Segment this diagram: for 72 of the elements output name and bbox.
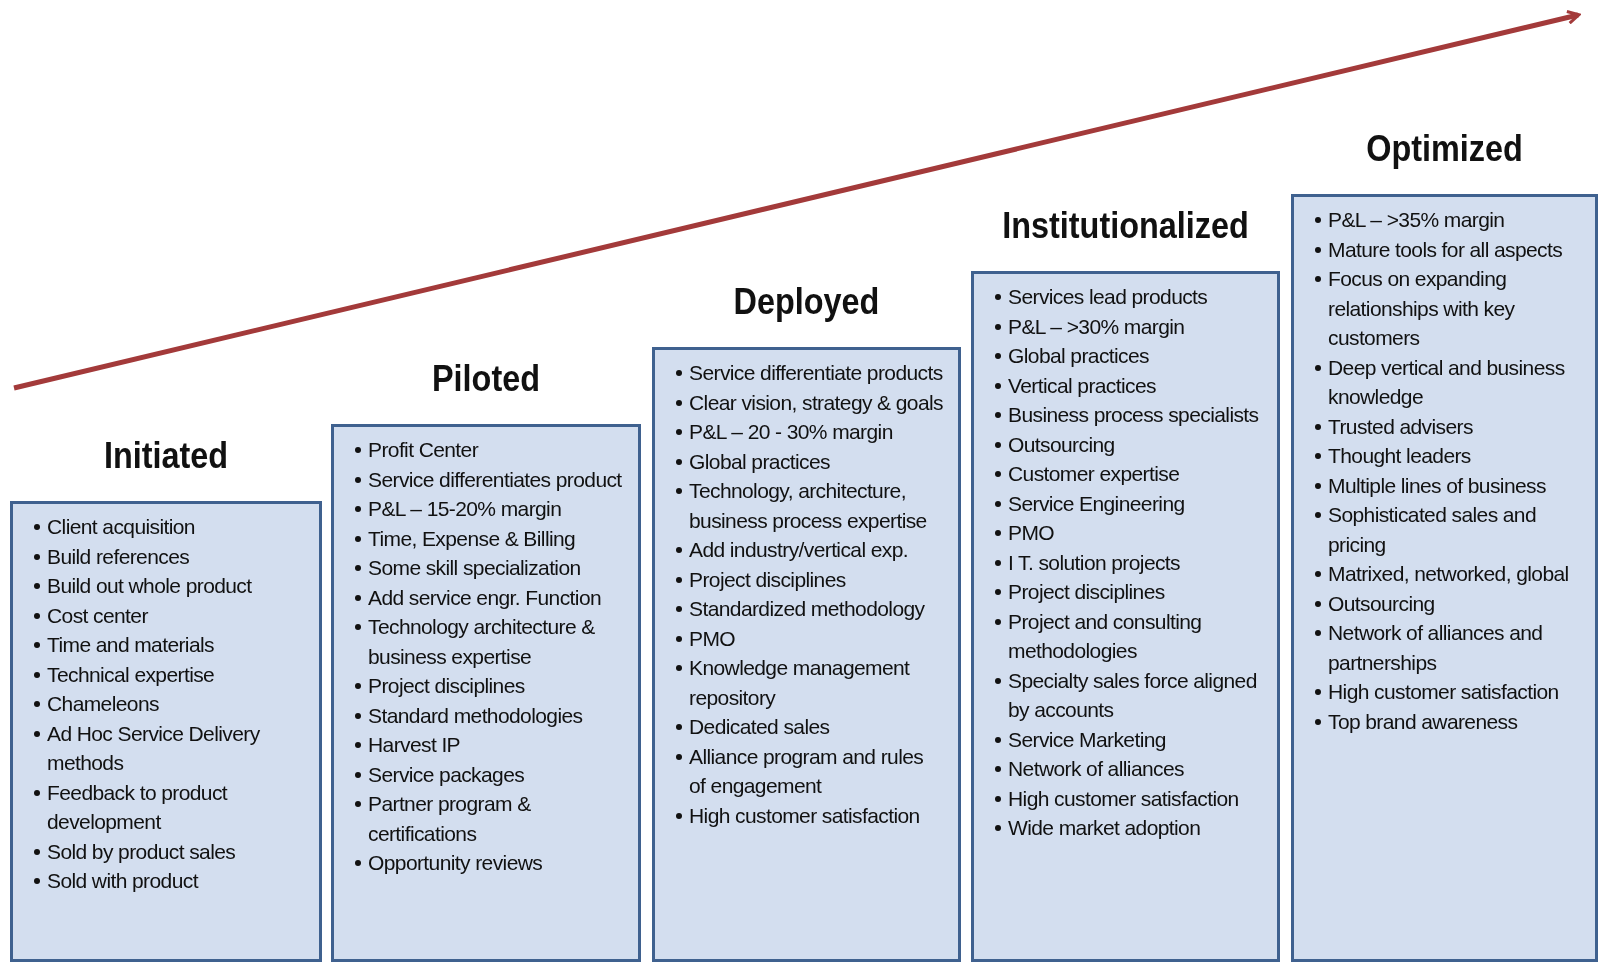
stage-heading: Deployed [733,281,880,322]
bullet-item: Clear vision, strategy & goals [689,389,944,416]
bullet-item: Focus on expanding relationships with key customers [1328,266,1516,351]
bullet-item: Project disciplines [689,566,847,593]
bullet-item: P&L – >35% margin [1328,207,1506,233]
bullet-item: P&L – >30% margin [1008,313,1186,340]
bullet-item: Feedback to product development [47,779,229,835]
stage-heading: Initiated [103,435,229,476]
bullet-item: Client acquisition [47,514,196,540]
bullet-item: Network of alliances and partnerships [1328,620,1544,676]
bullet-item: Customer expertise [1008,461,1181,487]
bullet-item: Technology, architecture, business process expertise [689,478,928,534]
bullet-item: Add industry/vertical exp. [689,537,909,563]
bullet-item: Outsourcing [1328,590,1436,617]
bullet-item: Sophisticated sales and pricing [1328,502,1537,558]
bullet-item: Service packages [368,761,526,788]
bullet-item: P&L – 15-20% margin [368,496,563,522]
bullet-item: Alliance program and rules of engagement [689,743,925,799]
bullet-item: Ad Hoc Service Delivery methods [47,720,261,776]
bullet-item: Project disciplines [368,673,526,699]
bullet-item: Standardized methodology [689,596,926,622]
bullet-item: Service Marketing [1008,726,1167,753]
stage-heading: Institutionalized [1002,205,1249,246]
bullet-item: Standard methodologies [368,702,584,729]
bullet-item: Global practices [689,448,831,475]
bullet-item: Services lead products [1008,284,1209,310]
bullet-item: Trusted advisers [1328,413,1474,440]
bullet-item: Technology architecture & business expertise [368,614,596,670]
bullet-item: Harvest IP [368,732,462,758]
bullet-item: Service differentiate products [689,360,944,386]
bullet-item: Add service engr. Function [368,584,603,611]
bullet-item: Multiple lines of business [1328,472,1547,499]
bullet-item: Chameleons [47,691,160,717]
bullet-item: Dedicated sales [689,714,831,740]
bullet-item: Wide market adoption [1008,815,1202,841]
bullet-item: PMO [689,625,737,652]
bullet-item: Time and materials [47,632,215,658]
bullet-item: I T. solution projects [1008,549,1181,576]
bullet-item: High customer satisfaction [1008,785,1240,812]
bullet-item: Top brand awareness [1328,708,1519,735]
bullet-item: Technical expertise [47,661,216,688]
bullet-item: Matrixed, networked, global [1328,561,1570,587]
bullet-item: Sold with product [47,868,200,894]
stage-heading: Piloted [432,358,540,399]
bullet-item: Profit Center [368,437,480,463]
bullet-item: P&L – 20 - 30% margin [689,419,894,445]
bullet-item: Partner program & certifications [368,791,532,847]
bullet-item: Knowledge management repository [689,655,911,711]
stage-heading: Optimized [1366,128,1523,169]
bullet-item: Vertical practices [1008,372,1157,399]
bullet-item: Build out whole product [47,573,253,599]
bullet-item: Some skill specialization [368,555,582,581]
bullet-item: PMO [1008,520,1056,546]
bullet-item: Project and consulting methodologies [1008,608,1203,664]
bullet-item: Opportunity reviews [368,850,544,876]
bullet-item: Thought leaders [1328,443,1472,469]
bullet-item: High customer satisfaction [689,802,921,829]
bullet-item: Time, Expense & Billing [368,525,577,552]
bullet-item: Deep vertical and business knowledge [1328,354,1566,410]
bullet-item: Business process specialists [1008,402,1260,428]
bullet-item: Sold by product sales [47,838,237,865]
bullet-item: Network of alliances [1008,756,1185,782]
bullet-item: Global practices [1008,343,1150,369]
bullet-item: Outsourcing [1008,431,1116,458]
bullet-item: Project disciplines [1008,579,1166,605]
bullet-item: Cost center [47,602,149,629]
bullet-item: Specialty sales force aligned by accounts [1008,667,1258,723]
bullet-item: Service differentiates product [368,466,623,493]
bullet-item: Service Engineering [1008,490,1186,517]
bullet-item: Mature tools for all aspects [1328,236,1564,263]
bullet-item: Build references [47,543,191,570]
bullet-item: High customer satisfaction [1328,679,1560,705]
